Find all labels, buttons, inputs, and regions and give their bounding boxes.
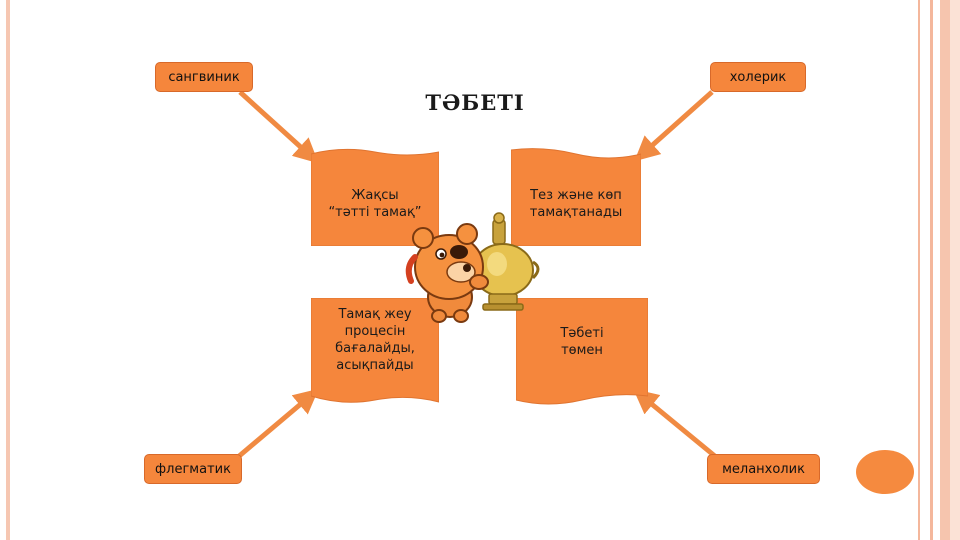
card-choleric-appetite: Тез және көп тамақтанады [511, 146, 641, 246]
label-sanguine: сангвиник [155, 62, 253, 92]
label-phlegmatic: флегматик [144, 454, 242, 484]
slide-title: ТӘБЕТІ [425, 90, 525, 115]
card-sanguine-text: Жақсы “тәтті тамақ” [328, 188, 422, 220]
label-melancholic: меланхолик [707, 454, 820, 484]
card-sanguine-appetite: Жақсы “тәтті тамақ” [311, 146, 439, 246]
wavy-card-shape [311, 148, 439, 246]
arrow-phlegmatic [236, 388, 319, 459]
arrow-choleric [634, 90, 714, 162]
card-melancholic-appetite: Тәбеті төмен [516, 298, 648, 406]
decorative-circle [856, 450, 914, 494]
cartoon-bear-with-samovar-icon [405, 212, 545, 336]
card-phlegmatic-text: Тамақ жеу процесін бағалайды, асықпайды [335, 307, 415, 373]
card-melancholic-text: Тәбеті төмен [560, 326, 604, 358]
card-choleric-text: Тез және көп тамақтанады [529, 188, 623, 220]
wavy-card-shape [516, 298, 648, 405]
card-phlegmatic-appetite: Тамақ жеу процесін бағалайды, асықпайды [311, 298, 439, 406]
wavy-card-shape [311, 298, 439, 403]
arrow-sanguine [238, 90, 319, 164]
slide-border-right-stripes [916, 0, 960, 540]
slide-border-left [6, 0, 10, 540]
label-choleric: холерик [710, 62, 806, 92]
wavy-card-shape [511, 148, 641, 246]
arrow-melancholic [633, 388, 718, 459]
